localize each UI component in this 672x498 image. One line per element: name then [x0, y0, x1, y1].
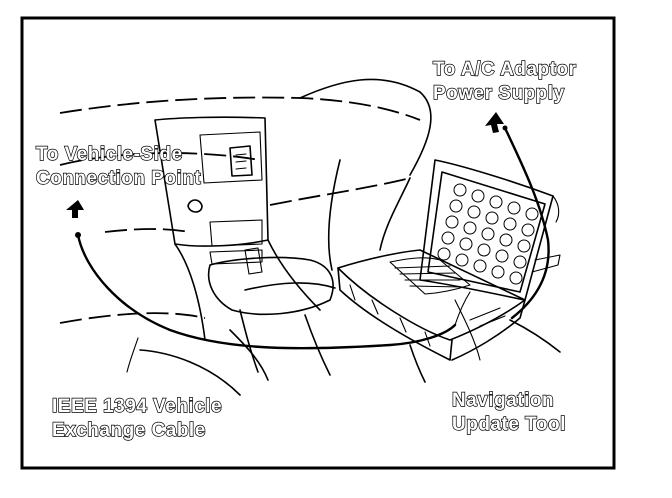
center-console	[154, 116, 321, 341]
arrow-up-icon	[485, 112, 504, 133]
label-cable: IEEE 1394 Vehicle Exchange Cable	[51, 395, 223, 443]
label-ac-adaptor: To A/C Adaptor Power Supply	[432, 58, 577, 106]
frame-border	[20, 16, 616, 470]
cables	[76, 126, 550, 373]
label-tool: Navigation Update Tool	[451, 389, 566, 437]
label-ac-adaptor-line1: To A/C Adaptor	[432, 58, 577, 80]
label-vehicle-side-line2: Connection Point	[35, 167, 202, 189]
power-cable-line	[503, 126, 550, 320]
seats	[59, 312, 561, 396]
label-ac-adaptor-line2: Power Supply	[432, 82, 565, 104]
arrow-up-icon	[66, 200, 84, 218]
arrows	[66, 112, 508, 238]
label-vehicle-side: To Vehicle-Side Connection Point	[35, 143, 202, 191]
label-cable-line2: Exchange Cable	[51, 419, 206, 441]
label-tool-line1: Navigation	[451, 389, 555, 411]
label-vehicle-side-line1: To Vehicle-Side	[35, 143, 183, 165]
armrest	[207, 247, 336, 376]
navigation-update-tool-drawing	[337, 159, 561, 361]
label-cable-line1: IEEE 1394 Vehicle	[51, 395, 223, 417]
screen-pattern	[437, 183, 539, 285]
ieee-1394-cable-line	[76, 233, 457, 350]
label-tool-line2: Update Tool	[451, 413, 566, 435]
